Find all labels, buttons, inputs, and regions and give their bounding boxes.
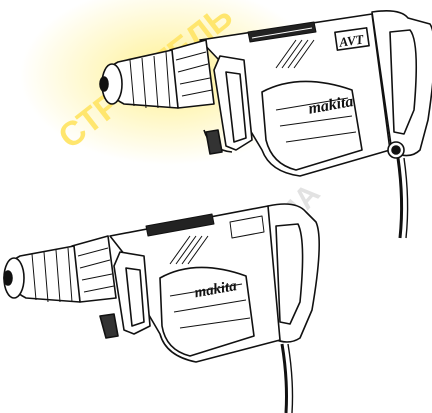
top-rotary-hammer: AVT makita bbox=[99, 10, 432, 239]
top-vent-grille bbox=[247, 21, 317, 69]
bottom-vent-grille bbox=[145, 213, 265, 265]
top-avt-text: AVT bbox=[337, 31, 365, 50]
top-power-cord bbox=[396, 157, 404, 239]
bottom-brand-logo: makita bbox=[193, 278, 238, 301]
bottom-rotary-hammer: makita bbox=[3, 203, 320, 413]
bottom-power-cord bbox=[280, 343, 288, 413]
top-avt-badge bbox=[334, 27, 370, 51]
